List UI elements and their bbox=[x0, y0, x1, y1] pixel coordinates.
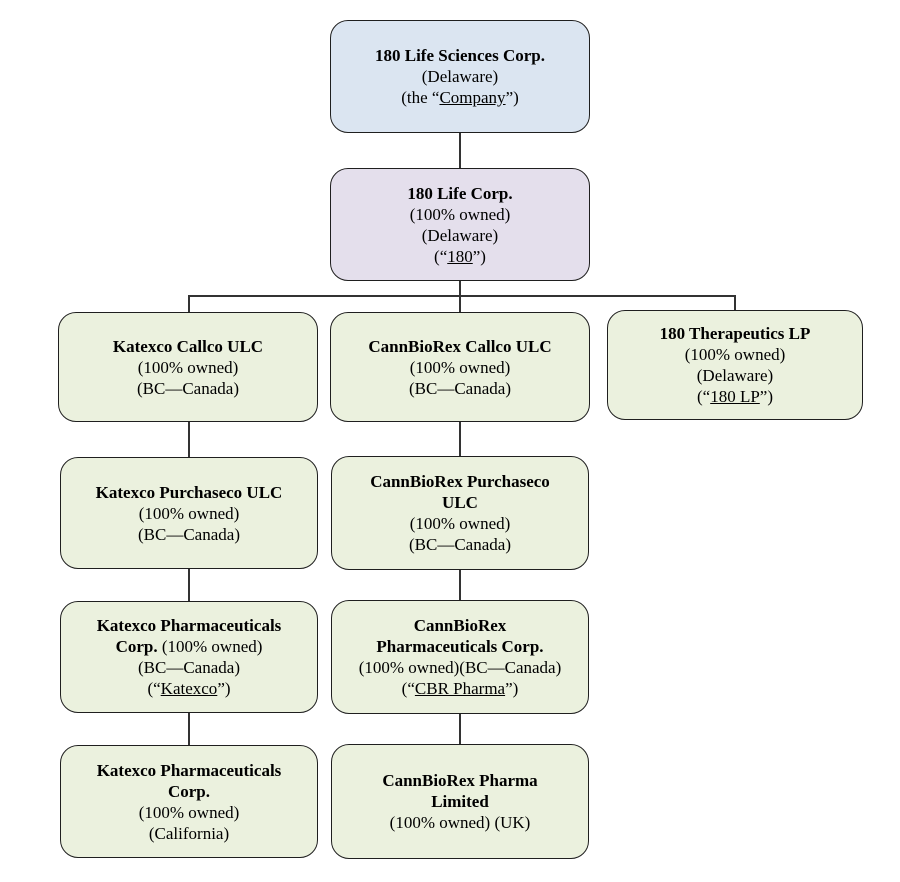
box-title: CannBioRex bbox=[413, 616, 507, 635]
connector-cannbiorex-pharma-to-limited bbox=[459, 713, 461, 745]
box-line: (“Katexco”) bbox=[147, 678, 230, 699]
connector-cannbiorex-callco-to-purchaseco bbox=[459, 422, 461, 457]
org-box-katexco-pharmaceuticals-california: Katexco Pharmaceuticals Corp. (100% owne… bbox=[60, 745, 318, 858]
box-title: Katexco Pharmaceuticals bbox=[96, 616, 282, 635]
box-title: CannBioRex Purchaseco bbox=[370, 472, 550, 491]
line-prefix: (“ bbox=[147, 679, 161, 698]
box-title: Katexco Callco ULC bbox=[112, 336, 264, 356]
line-suffix: ”) bbox=[472, 246, 486, 266]
line-prefix: (the “ bbox=[401, 88, 440, 107]
connector-company-to-180 bbox=[459, 133, 461, 168]
box-title: 180 Therapeutics LP bbox=[659, 324, 811, 343]
defined-term: 180 LP bbox=[710, 387, 760, 406]
box-line: (“180”) bbox=[434, 246, 486, 267]
connector-180-to-trunk bbox=[459, 281, 461, 296]
box-line: (100% owned) bbox=[409, 204, 511, 224]
connector-drop-therapeutics bbox=[734, 295, 736, 311]
box-title: Corp. bbox=[167, 781, 211, 801]
connector-drop-cannbiorex-callco bbox=[459, 295, 461, 313]
line-prefix: (“ bbox=[401, 679, 415, 698]
box-line: (100% owned) bbox=[409, 514, 511, 533]
box-line: (BC—Canada) bbox=[409, 535, 511, 554]
box-line: (100% owned) bbox=[138, 503, 240, 523]
connector-katexco-callco-to-purchaseco bbox=[188, 422, 190, 457]
box-title: Limited bbox=[431, 792, 489, 811]
org-box-cannbiorex-pharmaceuticals: CannBioRex Pharmaceuticals Corp. (100% o… bbox=[331, 600, 589, 714]
org-box-katexco-purchaseco: Katexco Purchaseco ULC (100% owned) (BC—… bbox=[60, 457, 318, 569]
org-box-cannbiorex-callco: CannBioRex Callco ULC (100% owned) (BC—C… bbox=[330, 312, 590, 422]
box-line: (100% owned) bbox=[137, 357, 239, 377]
org-box-180-life-sciences: 180 Life Sciences Corp. (Delaware) (the … bbox=[330, 20, 590, 133]
box-line: (BC—Canada) bbox=[409, 378, 511, 398]
box-title: Katexco Pharmaceuticals bbox=[96, 760, 282, 780]
box-title-continued: Corp. bbox=[115, 637, 158, 656]
box-title: Katexco Purchaseco ULC bbox=[95, 482, 283, 502]
box-line: (Delaware) bbox=[696, 366, 774, 385]
connector-cannbiorex-purchaseco-to-pharma bbox=[459, 569, 461, 601]
box-line: (BC—Canada) bbox=[138, 524, 240, 544]
connector-trunk-horizontal bbox=[188, 295, 735, 297]
box-line: (California) bbox=[148, 823, 230, 843]
line-prefix: (“ bbox=[696, 387, 711, 406]
org-box-cannbiorex-pharma-limited: CannBioRex Pharma Limited (100% owned) (… bbox=[331, 744, 589, 859]
box-line: (100% owned) (UK) bbox=[389, 813, 531, 832]
box-line: (“180 LP”) bbox=[697, 386, 773, 407]
box-line: (100% owned) bbox=[138, 802, 240, 822]
connector-katexco-purchaseco-to-pharma bbox=[188, 569, 190, 601]
line-suffix: ”) bbox=[217, 679, 231, 698]
box-line: (100% owned) bbox=[684, 345, 786, 364]
line-suffix: ”) bbox=[505, 88, 519, 107]
defined-term: 180 bbox=[447, 246, 473, 266]
box-line: (Delaware) bbox=[421, 67, 499, 86]
box-title: CannBioRex Pharma bbox=[382, 771, 538, 790]
line-prefix: (“ bbox=[434, 246, 448, 266]
box-title: Pharmaceuticals Corp. bbox=[376, 637, 544, 656]
line-suffix: ”) bbox=[759, 387, 774, 406]
defined-term: Katexco bbox=[160, 679, 218, 698]
box-title: 180 Life Sciences Corp. bbox=[375, 46, 545, 65]
box-line: (BC—Canada) bbox=[138, 658, 240, 677]
box-line: (BC—Canada) bbox=[137, 378, 239, 398]
box-line: (the “Company”) bbox=[401, 87, 519, 108]
box-line: (100% owned)(BC—Canada) bbox=[358, 658, 562, 677]
org-box-180-therapeutics: 180 Therapeutics LP (100% owned) (Delawa… bbox=[607, 310, 863, 420]
org-box-katexco-pharmaceuticals-bc: Katexco Pharmaceuticals Corp. (100% owne… bbox=[60, 601, 318, 713]
box-line: (100% owned) bbox=[409, 357, 511, 377]
box-title: ULC bbox=[442, 493, 478, 512]
box-line: Corp. (100% owned) bbox=[116, 636, 263, 657]
org-box-cannbiorex-purchaseco: CannBioRex Purchaseco ULC (100% owned) (… bbox=[331, 456, 589, 570]
box-title: 180 Life Corp. bbox=[407, 183, 513, 203]
line-suffix: ”) bbox=[505, 679, 519, 698]
box-title: CannBioRex Callco ULC bbox=[368, 336, 552, 356]
org-box-180-life-corp: 180 Life Corp. (100% owned) (Delaware) (… bbox=[330, 168, 590, 281]
line-suffix: (100% owned) bbox=[157, 637, 263, 656]
box-line: (Delaware) bbox=[421, 225, 499, 245]
connector-drop-katexco-callco bbox=[188, 295, 190, 313]
defined-term: Company bbox=[439, 88, 506, 107]
box-line: (“CBR Pharma”) bbox=[402, 678, 519, 699]
connector-katexco-pharma-to-california bbox=[188, 713, 190, 745]
org-box-katexco-callco: Katexco Callco ULC (100% owned) (BC—Cana… bbox=[58, 312, 318, 422]
defined-term: CBR Pharma bbox=[414, 679, 506, 698]
